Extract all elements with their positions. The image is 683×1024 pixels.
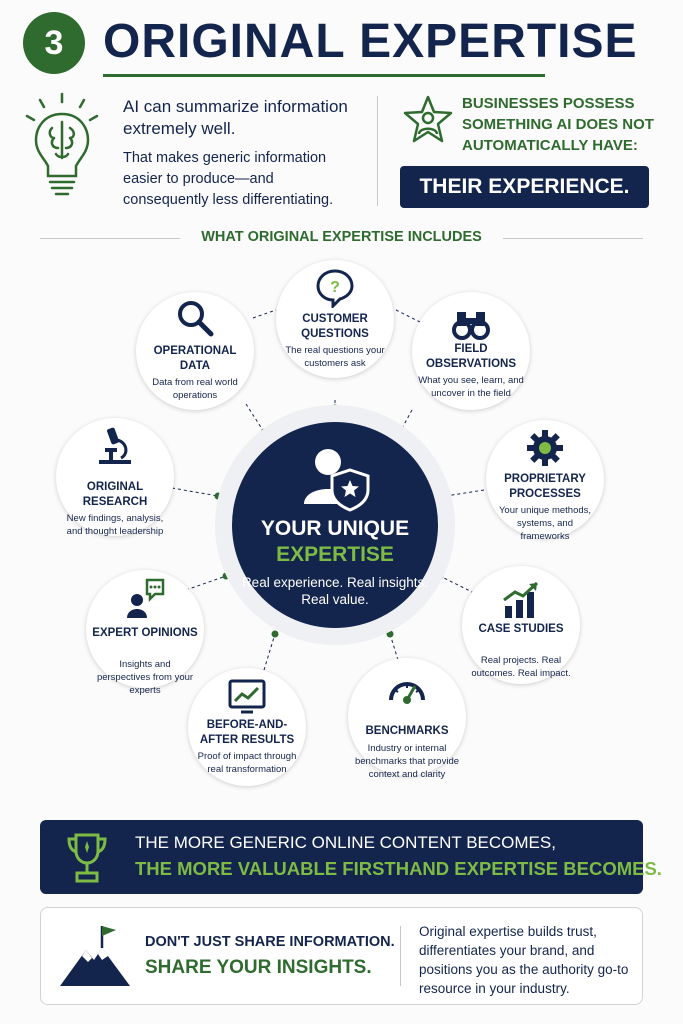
generic-content-banner	[40, 820, 643, 894]
their-experience-box: THEIR EXPERIENCE.	[400, 166, 649, 208]
section-heading: WHAT ORIGINAL EXPERTISE INCLUDES	[201, 229, 482, 245]
node-description: What you see, learn, and uncover in the …	[418, 375, 524, 399]
gear-icon	[527, 430, 563, 466]
title-underline	[103, 74, 545, 77]
node-customer-questions: ? CUSTOMER QUESTIONS The real questions …	[276, 260, 394, 378]
person-shield-icon	[304, 449, 370, 512]
star-person-icon	[403, 95, 453, 143]
node-benchmarks: BENCHMARKS Industry or internal benchmar…	[348, 658, 466, 780]
hub-title: YOUR UNIQUE	[260, 517, 410, 540]
section-rule-left	[40, 238, 180, 239]
share-insights-line: SHARE YOUR INSIGHTS.	[145, 957, 372, 978]
node-field-observations: FIELD OBSERVATIONS What you see, learn, …	[412, 292, 530, 410]
node-description: Data from real world operations	[152, 377, 238, 401]
microscope-icon	[99, 427, 131, 464]
node-title: BENCHMARKS	[365, 725, 449, 737]
hub-subtitle: EXPERTISE	[276, 543, 394, 566]
magnifier-icon	[178, 301, 214, 337]
page-title: ORIGINAL EXPERTISE	[103, 15, 638, 68]
node-description: Proof of impact through real transformat…	[197, 751, 297, 775]
expertise-diagram: YOUR UNIQUE EXPERTISE Real experience. R…	[0, 250, 683, 820]
intro-divider	[377, 96, 378, 206]
mountain-flag-icon	[60, 926, 130, 986]
svg-text:?: ?	[330, 279, 340, 296]
unique-expertise-hub: YOUR UNIQUE EXPERTISE Real experience. R…	[232, 422, 438, 628]
node-case-studies: CASE STUDIES Real projects. Real outcome…	[462, 566, 580, 684]
node-description: Insights and perspectives from your expe…	[96, 659, 194, 696]
node-title: ORIGINAL RESEARCH	[82, 481, 148, 508]
intro-detail-text: That makes generic information easier to…	[123, 150, 334, 208]
business-statement: BUSINESSES POSSESS SOMETHING AI DOES NOT…	[462, 95, 654, 154]
node-description: The real questions your customers ask	[285, 345, 385, 369]
node-title: OPERATIONAL DATA	[153, 345, 237, 372]
binoculars-icon	[452, 312, 490, 340]
node-original-research: ORIGINAL RESEARCH New findings, analysis…	[56, 418, 174, 537]
node-before-after-results: BEFORE-AND-AFTER RESULTS Proof of impact…	[188, 668, 306, 786]
node-title: PROPRIETARY PROCESSES	[504, 473, 586, 500]
footer-description: Original expertise builds trust, differe…	[419, 924, 629, 996]
question-bubble-icon: ?	[316, 269, 354, 308]
hub-description: Real experience. Real insights. Real val…	[241, 575, 429, 607]
person-speech-icon	[127, 578, 165, 618]
gauge-icon	[389, 682, 425, 704]
node-title: CUSTOMER QUESTIONS	[301, 313, 369, 340]
intro-summary-text: AI can summarize information extremely w…	[123, 97, 348, 138]
trophy-icon	[67, 833, 107, 883]
node-title: EXPERT OPINIONS	[92, 627, 198, 639]
node-title: CASE STUDIES	[478, 623, 564, 635]
trend-chart-icon	[228, 679, 266, 714]
bar-chart-icon	[503, 581, 539, 618]
node-title: FIELD OBSERVATIONS	[425, 343, 517, 370]
node-title: BEFORE-AND-AFTER RESULTS	[199, 719, 295, 746]
section-number-badge: 3	[23, 12, 85, 74]
node-description: New findings, analysis, and thought lead…	[66, 513, 164, 537]
share-info-line: DON'T JUST SHARE INFORMATION.	[145, 934, 395, 950]
share-insights-box	[40, 907, 643, 1005]
node-expert-opinions: EXPERT OPINIONS Insights and perspective…	[86, 570, 204, 696]
node-description: Industry or internal benchmarks that pro…	[354, 743, 460, 780]
banner-line-2: THE MORE VALUABLE FIRSTHAND EXPERTISE BE…	[135, 858, 662, 879]
lightbulb-brain-icon	[25, 92, 99, 196]
banner-line-1: THE MORE GENERIC ONLINE CONTENT BECOMES,	[135, 833, 556, 852]
node-description: Your unique methods, systems, and framew…	[498, 505, 592, 542]
node-description: Real projects. Real outcomes. Real impac…	[471, 655, 571, 679]
node-proprietary-processes: PROPRIETARY PROCESSES Your unique method…	[486, 420, 604, 542]
section-rule-right	[503, 238, 643, 239]
footer-divider	[400, 926, 401, 986]
node-operational-data: OPERATIONAL DATA Data from real world op…	[136, 292, 254, 410]
